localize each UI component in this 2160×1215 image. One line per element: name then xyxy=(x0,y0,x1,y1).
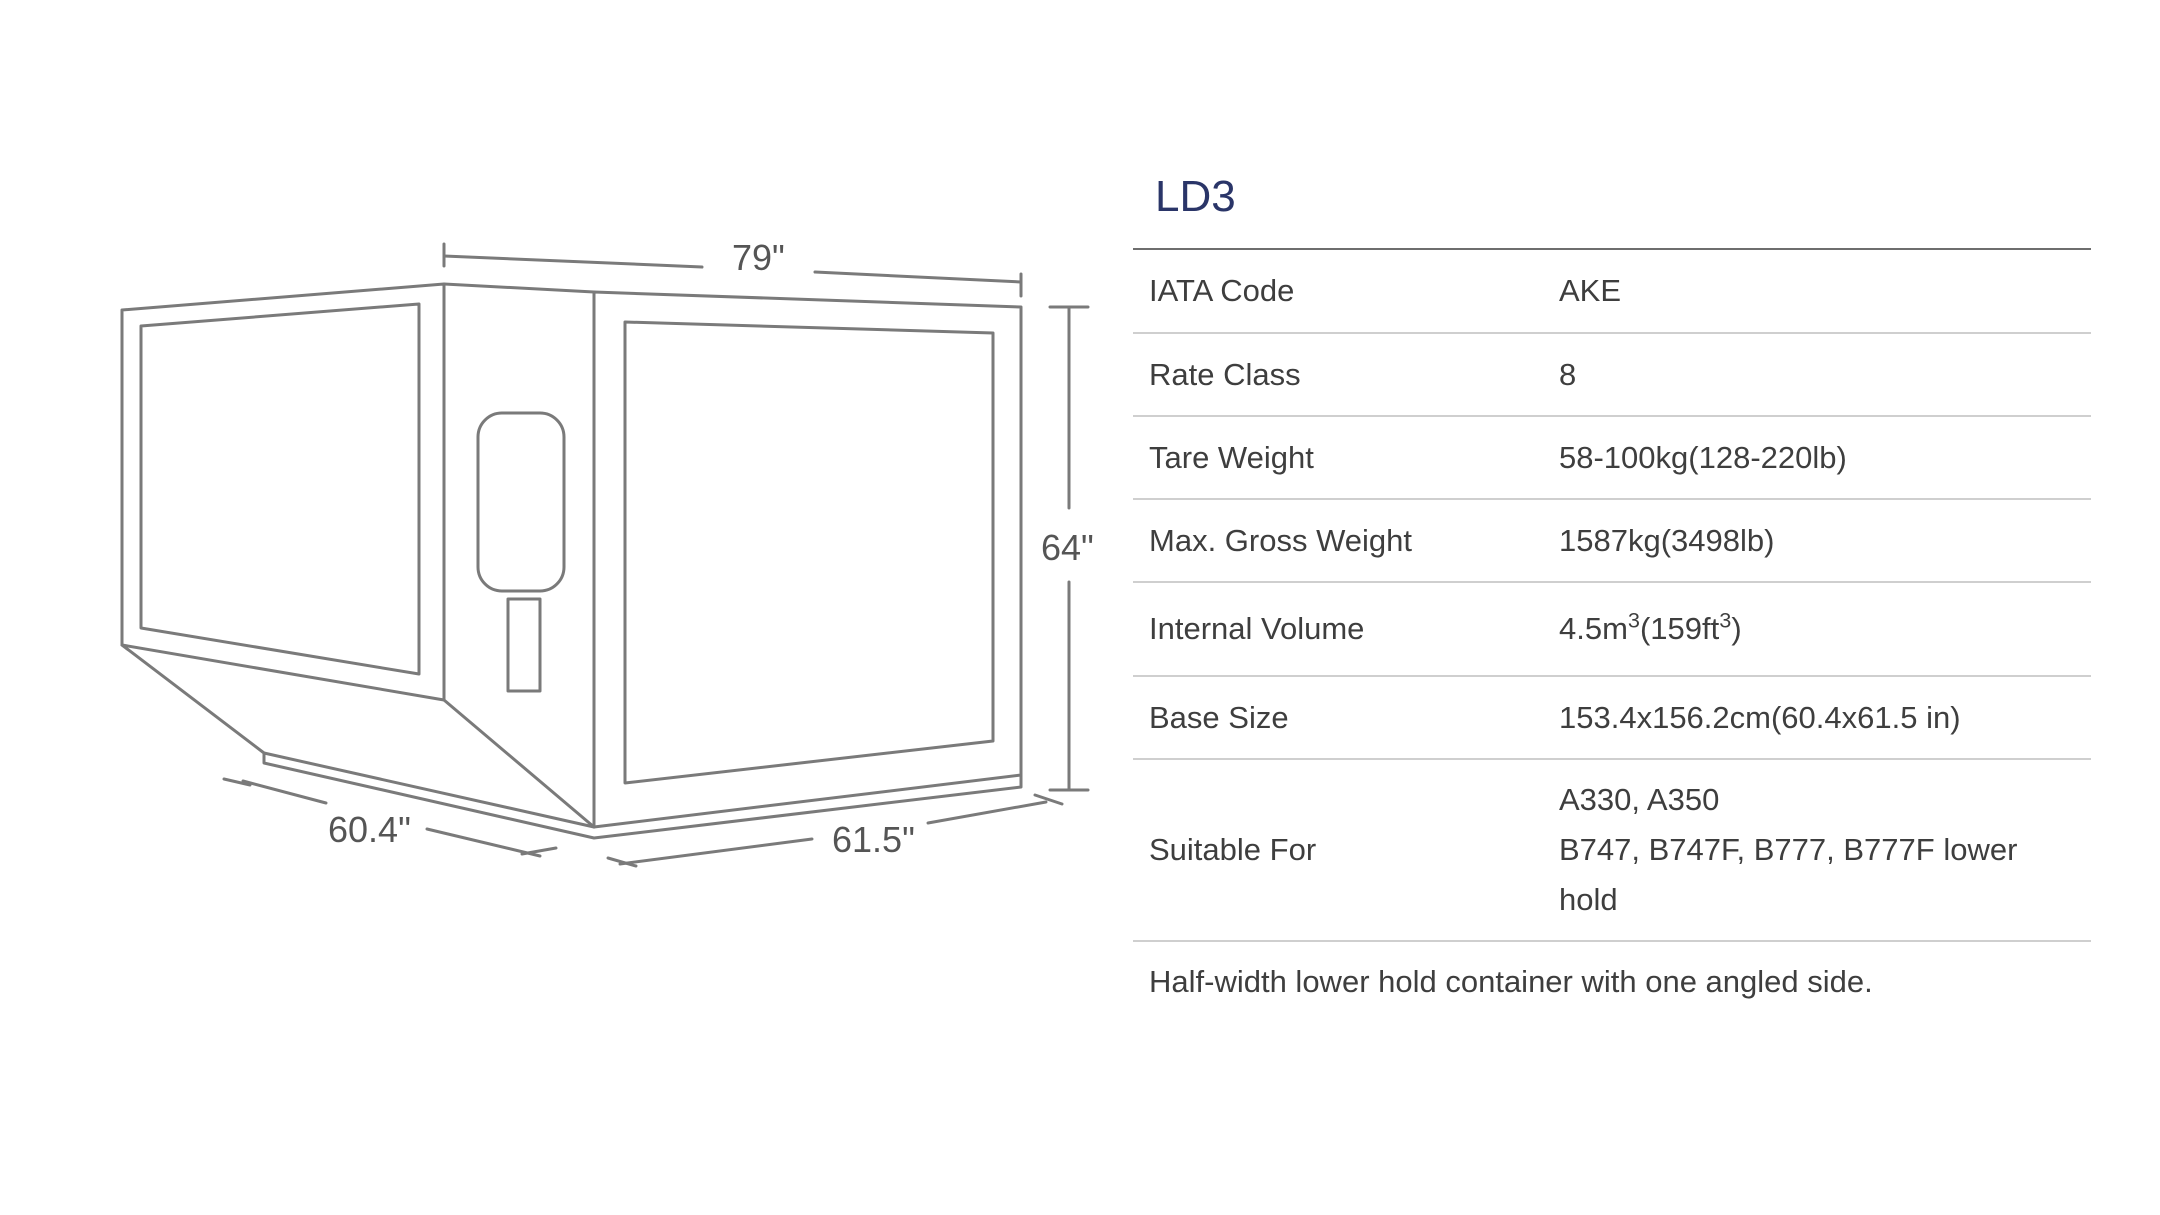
volume-close-paren: ) xyxy=(1731,611,1742,646)
container-front-panel xyxy=(592,290,1023,829)
spec-row-max-gross-weight: Max. Gross Weight 1587kg(3498lb) xyxy=(1133,499,2091,583)
suitable-for-line: B747, B747F, B777, B777F lower xyxy=(1559,832,2018,867)
spec-label: Rate Class xyxy=(1133,333,1559,417)
spec-label: Base Size xyxy=(1133,676,1559,760)
spec-value: 1587kg(3498lb) xyxy=(1559,499,2091,583)
spec-note: Half-width lower hold container with one… xyxy=(1149,964,1873,999)
dimension-width: 79" xyxy=(442,237,1023,298)
spec-table: IATA Code AKE Rate Class 8 Tare Weight 5… xyxy=(1133,250,2091,942)
spec-value: 153.4x156.2cm(60.4x61.5 in) xyxy=(1559,676,2091,760)
container-angled-base xyxy=(120,643,1023,840)
spec-label: IATA Code xyxy=(1133,250,1559,334)
dimension-base-depth: 60.4" xyxy=(222,777,558,858)
spec-row-rate-class: Rate Class 8 xyxy=(1133,333,2091,417)
spec-value: 4.5m3(159ft3) xyxy=(1559,582,2091,677)
dimension-base-width-label: 61.5" xyxy=(832,819,915,860)
dimension-width-label: 79" xyxy=(732,237,785,278)
container-left-panel xyxy=(120,282,446,702)
spec-label: Internal Volume xyxy=(1133,582,1559,677)
volume-metric: 4.5m xyxy=(1559,611,1628,646)
spec-value: A330, A350 B747, B747F, B777, B777F lowe… xyxy=(1559,759,2091,942)
spec-label: Tare Weight xyxy=(1133,416,1559,500)
spec-row-iata-code: IATA Code AKE xyxy=(1133,250,2091,334)
volume-imperial-exponent: 3 xyxy=(1719,607,1732,633)
spec-label: Suitable For xyxy=(1133,759,1559,942)
spec-value: AKE xyxy=(1559,250,2091,334)
volume-metric-exponent: 3 xyxy=(1627,607,1640,633)
spec-value: 8 xyxy=(1559,333,2091,417)
door-latch xyxy=(506,597,542,693)
spec-row-tare-weight: Tare Weight 58-100kg(128-220lb) xyxy=(1133,416,2091,500)
spec-title: LD3 xyxy=(1133,160,2091,250)
dimension-height-label: 64" xyxy=(1041,527,1094,568)
dimension-height: 64" xyxy=(1041,305,1094,792)
dimension-base-depth-label: 60.4" xyxy=(328,809,411,850)
container-middle-panel xyxy=(442,282,596,693)
dimension-base-width: 61.5" xyxy=(606,793,1064,868)
spec-label: Max. Gross Weight xyxy=(1133,499,1559,583)
spec-row-base-size: Base Size 153.4x156.2cm(60.4x61.5 in) xyxy=(1133,676,2091,760)
suitable-for-line: A330, A350 xyxy=(1559,782,1720,817)
suitable-for-line: hold xyxy=(1559,882,1618,917)
spec-panel: LD3 IATA Code AKE Rate Class 8 Tare Weig… xyxy=(1133,160,2091,1000)
volume-imperial: (159ft xyxy=(1639,611,1720,646)
spec-row-internal-volume: Internal Volume 4.5m3(159ft3) xyxy=(1133,582,2091,677)
spec-row-suitable-for: Suitable For A330, A350 B747, B747F, B77… xyxy=(1133,759,2091,942)
spec-value: 58-100kg(128-220lb) xyxy=(1559,416,2091,500)
door-handle-window xyxy=(476,411,566,593)
